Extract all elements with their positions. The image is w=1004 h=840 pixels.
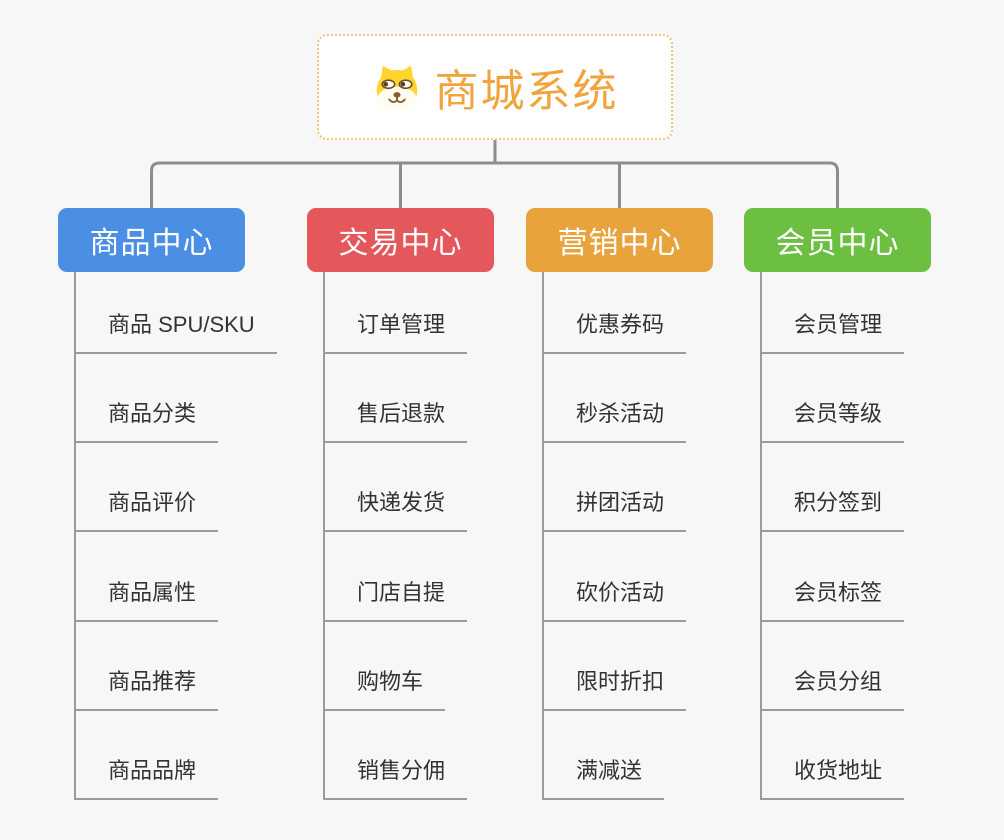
leaf-item[interactable]: 商品分类 xyxy=(74,398,219,444)
leaf-item[interactable]: 收货地址 xyxy=(760,755,905,800)
root-title: 商城系统 xyxy=(434,67,619,116)
leaf-item[interactable]: 积分签到 xyxy=(760,487,905,533)
branch-trunk-line xyxy=(542,272,544,800)
leaf-item[interactable]: 会员标签 xyxy=(760,577,905,622)
leaf-item[interactable]: 优惠券码 xyxy=(542,309,687,354)
leaf-item[interactable]: 销售分佣 xyxy=(323,755,468,800)
shiba-dog-icon xyxy=(372,62,422,112)
leaf-item[interactable]: 满减送 xyxy=(542,755,665,800)
leaf-item[interactable]: 商品评价 xyxy=(74,487,219,533)
leaf-item[interactable]: 购物车 xyxy=(323,666,446,711)
branch-node-4[interactable]: 会员中心 xyxy=(744,208,931,272)
leaf-item[interactable]: 限时折扣 xyxy=(542,666,687,711)
leaf-item[interactable]: 门店自提 xyxy=(323,577,468,622)
leaf-item[interactable]: 拼团活动 xyxy=(542,487,687,533)
root-node[interactable]: 商城系统 xyxy=(317,34,673,140)
branch-label: 交易中心 xyxy=(338,227,463,260)
branch-node-1[interactable]: 商品中心 xyxy=(58,208,245,272)
leaf-item[interactable]: 商品属性 xyxy=(74,577,219,622)
branch-trunk-line xyxy=(760,272,762,800)
branch-trunk-line xyxy=(323,272,325,800)
branch-node-3[interactable]: 营销中心 xyxy=(526,208,713,272)
leaf-item[interactable]: 商品品牌 xyxy=(74,755,219,800)
branch-trunk-line xyxy=(74,272,76,800)
leaf-item[interactable]: 商品 SPU/SKU xyxy=(74,309,277,354)
leaf-item[interactable]: 砍价活动 xyxy=(542,577,687,622)
leaf-item[interactable]: 商品推荐 xyxy=(74,666,219,711)
connector-path xyxy=(150,140,839,208)
branch-node-2[interactable]: 交易中心 xyxy=(307,208,494,272)
leaf-item[interactable]: 会员管理 xyxy=(760,309,905,354)
branch-label: 会员中心 xyxy=(775,227,900,260)
leaf-item[interactable]: 快递发货 xyxy=(323,487,468,533)
leaf-item[interactable]: 订单管理 xyxy=(323,309,468,354)
leaf-item[interactable]: 售后退款 xyxy=(323,398,468,444)
branch-label: 商品中心 xyxy=(89,227,214,260)
leaf-item[interactable]: 会员分组 xyxy=(760,666,905,711)
leaf-item[interactable]: 秒杀活动 xyxy=(542,398,687,444)
leaf-item[interactable]: 会员等级 xyxy=(760,398,905,444)
branch-label: 营销中心 xyxy=(557,227,682,260)
